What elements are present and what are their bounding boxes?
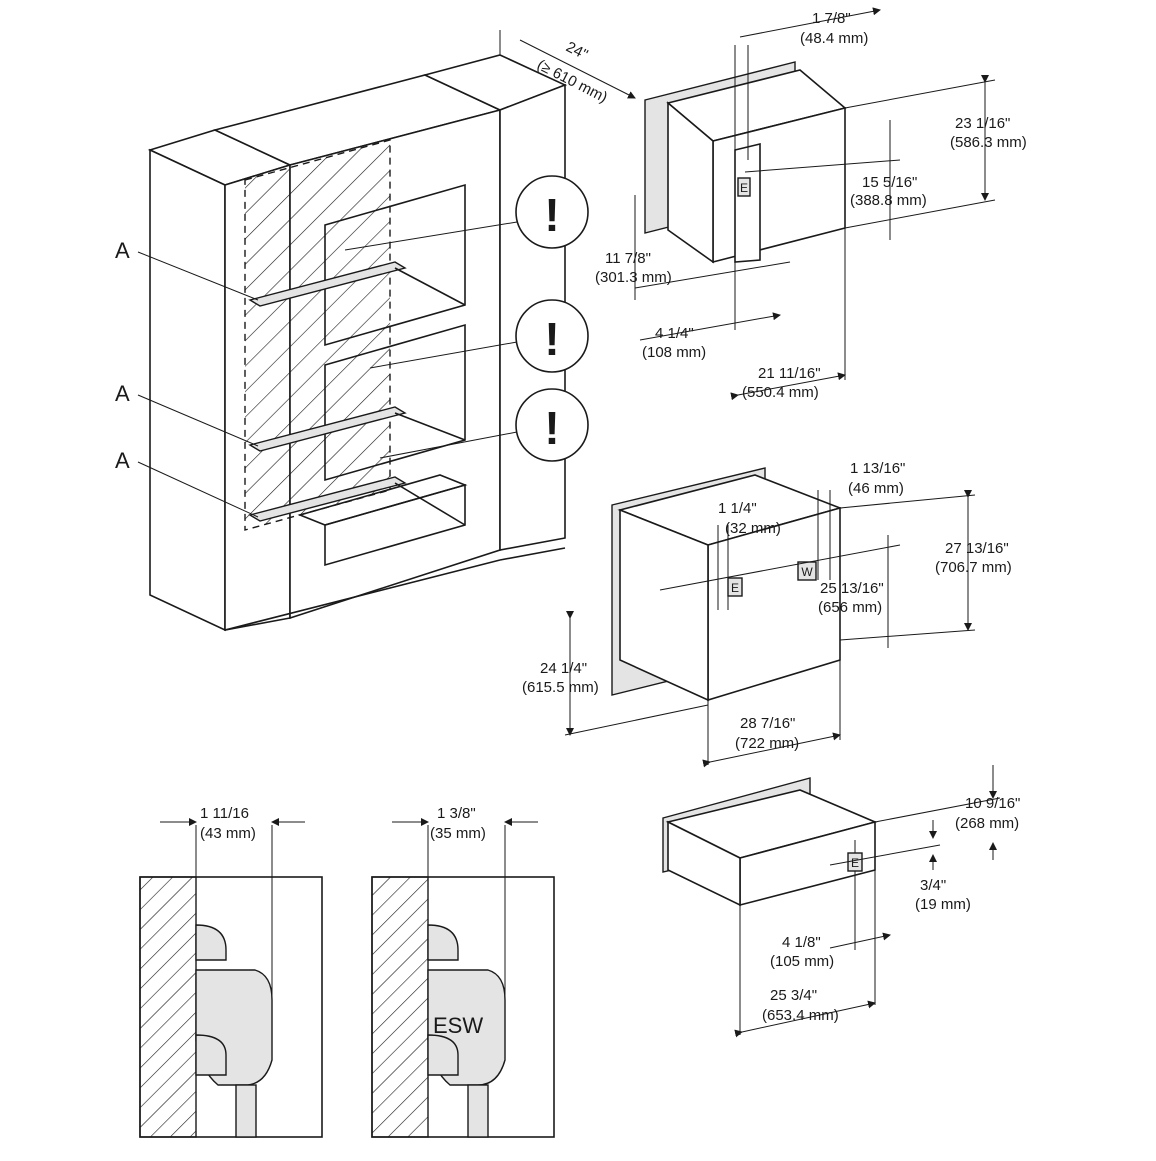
- unit-top-d4-in: 11 7/8": [605, 250, 651, 267]
- cabinet-drawing: 24" (≥ 610 mm) A A A ! ! !: [115, 30, 636, 632]
- unit-mid-d1-mm: (32 mm): [725, 520, 781, 537]
- plug-right-d-in: 1 3/8": [437, 805, 476, 822]
- plug-left-d-mm: (43 mm): [200, 825, 256, 842]
- unit-mid-d4-in: 25 13/16": [820, 580, 884, 597]
- plug-right-label: ESW: [433, 1013, 483, 1038]
- unit-bottom-d2-mm: (19 mm): [915, 896, 971, 913]
- cabinet-depth-in: 24": [563, 38, 590, 63]
- plug-detail-left: 1 11/16 (43 mm): [139, 805, 323, 1138]
- unit-mid-d3-in: 27 13/16": [945, 540, 1009, 557]
- warning-symbol: !: [544, 402, 559, 454]
- warning-icon: [515, 388, 589, 462]
- unit-top-socket: E: [740, 181, 748, 195]
- unit-mid-drawing: 1 1/4" (32 mm) E W 1 13/16" (46 mm) 27 1…: [522, 460, 1012, 768]
- unit-mid-d3-mm: (706.7 mm): [935, 559, 1012, 576]
- plug-left-d-in: 1 11/16: [200, 805, 249, 822]
- unit-top-d1-in: 1 7/8": [812, 10, 851, 27]
- unit-mid-d2-mm: (46 mm): [848, 480, 904, 497]
- warning-symbol: !: [544, 189, 559, 241]
- unit-bottom-d3-in: 4 1/8": [782, 934, 821, 951]
- unit-top-d5-in: 4 1/4": [655, 325, 694, 342]
- unit-mid-d5-in: 24 1/4": [540, 660, 587, 677]
- unit-bottom-d3-mm: (105 mm): [770, 953, 834, 970]
- unit-bottom-d4-in: 25 3/4": [770, 987, 817, 1004]
- marker-a-1: A: [115, 238, 130, 263]
- unit-top-drawing: 1 7/8" (48.4 mm) 23 1/16" (586.3 mm) 15 …: [595, 7, 1027, 401]
- unit-bottom-drawing: E 10 9/16" (268 mm) 3/4" (19 mm) 4 1/8" …: [662, 765, 1020, 1038]
- unit-top-d6-mm: (550.4 mm): [742, 384, 819, 401]
- unit-bottom-d2-in: 3/4": [920, 877, 946, 894]
- unit-mid-d1-in: 1 1/4": [718, 500, 757, 517]
- unit-top-d4-mm: (301.3 mm): [595, 269, 672, 286]
- warning-icon: [515, 299, 589, 373]
- unit-top-d3-in: 15 5/16": [862, 174, 917, 191]
- plug-right-d-mm: (35 mm): [430, 825, 486, 842]
- unit-top-d1-mm: (48.4 mm): [800, 30, 868, 47]
- unit-bottom-socket: E: [851, 856, 859, 870]
- warning-symbol: !: [544, 313, 559, 365]
- unit-top-d3-mm: (388.8 mm): [850, 192, 927, 209]
- unit-bottom-d1-mm: (268 mm): [955, 815, 1019, 832]
- unit-mid-d4-mm: (656 mm): [818, 599, 882, 616]
- unit-top-d2-in: 23 1/16": [955, 115, 1010, 132]
- unit-mid-d2-in: 1 13/16": [850, 460, 905, 477]
- unit-mid-d6-mm: (722 mm): [735, 735, 799, 752]
- unit-top-d5-mm: (108 mm): [642, 344, 706, 361]
- unit-mid-d5-mm: (615.5 mm): [522, 679, 599, 696]
- unit-top-d2-mm: (586.3 mm): [950, 134, 1027, 151]
- unit-top-d6-in: 21 11/16": [758, 365, 821, 382]
- unit-mid-socket-e: E: [731, 581, 739, 595]
- marker-a-2: A: [115, 381, 130, 406]
- plug-detail-right: 1 3/8" (35 mm) ESW: [371, 805, 555, 1138]
- warning-icon: [515, 175, 589, 249]
- unit-bottom-d1-in: 10 9/16": [965, 795, 1020, 812]
- unit-mid-socket-w: W: [801, 565, 813, 579]
- marker-a-3: A: [115, 448, 130, 473]
- unit-bottom-d4-mm: (653.4 mm): [762, 1007, 839, 1024]
- unit-mid-d6-in: 28 7/16": [740, 715, 795, 732]
